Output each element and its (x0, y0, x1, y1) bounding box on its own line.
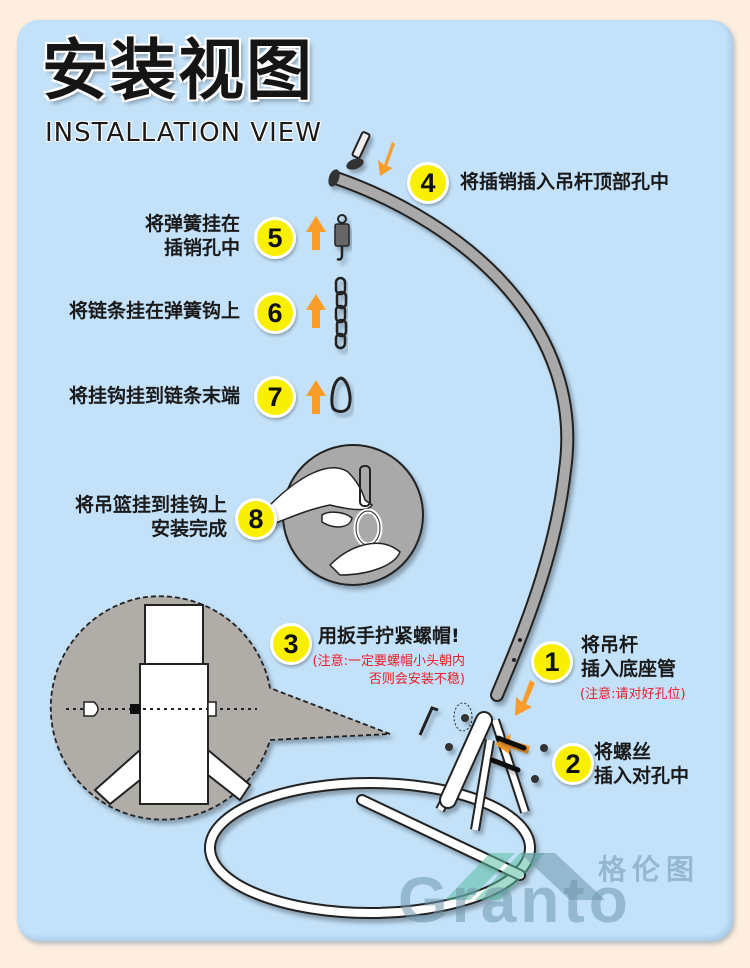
step8-label-line1: 将吊篮挂到挂钩上 (74, 494, 227, 516)
step5-label-line2: 插销孔中 (163, 236, 240, 259)
step3-note: (注意:一定要螺帽小头朝内 否则会安装不稳) (313, 653, 465, 688)
curved-pole (328, 169, 575, 702)
step1-label: 将吊杆 插入底座管 (581, 634, 676, 682)
step1-note: (注意:请对好孔位) (580, 687, 686, 702)
step-badge-6: 6 (254, 292, 296, 334)
bolt-nut-zoom-detail (49, 595, 391, 821)
chain-icon (334, 276, 348, 350)
arrow-step7 (306, 380, 326, 414)
arrow-step6 (306, 294, 326, 328)
watermark-brand-cn: 格伦图 (598, 854, 701, 885)
page-subtitle: INSTALLATION VIEW (45, 118, 322, 148)
step-badge-8: 8 (235, 498, 277, 540)
watermark-brand: Granto (398, 864, 632, 936)
step-badge-7: 7 (254, 376, 296, 418)
step4-label: 将插销插入吊杆顶部孔中 (460, 171, 670, 193)
step3-note-line2: 否则会安装不稳) (368, 671, 465, 687)
step8-label: 将吊篮挂到挂钩上 安装完成 (75, 494, 227, 542)
carabiner-icon (330, 376, 352, 413)
arrow-step5 (306, 216, 326, 250)
step7-label: 将挂钩挂到链条末端 (68, 385, 240, 407)
step-badge-5: 5 (254, 217, 296, 259)
arrow-step4 (378, 142, 395, 176)
step1-label-line2: 插入底座管 (581, 657, 677, 680)
step1-label-line1: 将吊杆 (581, 634, 639, 656)
step5-label: 将弹簧挂在 插销孔中 (145, 213, 240, 261)
spring-icon (334, 214, 350, 261)
step6-label: 将链条挂在弹簧钩上 (68, 300, 240, 322)
hand-hooking-basket-illustration (269, 444, 424, 586)
step-badge-1: 1 (531, 641, 573, 683)
step-badge-3: 3 (270, 623, 312, 665)
step5-label-line1: 将弹簧挂在 (144, 213, 240, 235)
page-title: 安装视图 (42, 32, 314, 109)
step3-note-line1: (注意:一定要螺帽小头朝内 (312, 654, 465, 669)
step3-label: 用扳手拧紧螺帽! (318, 625, 460, 647)
step-badge-4: 4 (407, 162, 449, 204)
watermark-roof-icon (445, 853, 605, 900)
step2-label-line2: 插入对孔中 (594, 764, 690, 787)
stand-base-ring (204, 711, 536, 919)
step2-label-line1: 将螺丝 (594, 741, 652, 763)
bolts-and-nuts (418, 702, 548, 783)
step2-label: 将螺丝 插入对孔中 (594, 741, 689, 789)
arrow-step1 (515, 680, 535, 716)
step-badge-2: 2 (552, 743, 594, 785)
pin-and-nut-icon (346, 131, 371, 170)
step8-label-line2: 安装完成 (150, 517, 227, 540)
